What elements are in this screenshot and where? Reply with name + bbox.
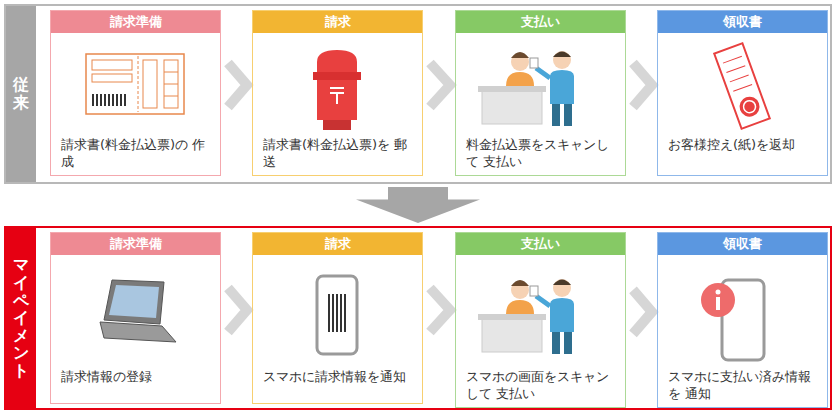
barcode	[326, 294, 348, 332]
info-dot	[716, 290, 721, 295]
barcode	[92, 94, 126, 106]
flow-band: マイペイメント請求準備請求情報の登録請求スマホに請求情報を通知支払いスマホの画面…	[4, 226, 832, 410]
postbox-stand	[323, 120, 351, 130]
form-field	[92, 60, 132, 70]
step-description: スマホに請求情報を通知	[263, 369, 416, 386]
laptop-display	[109, 285, 159, 318]
chevron-connector	[430, 63, 450, 107]
band-label-bar: 従来	[6, 6, 36, 182]
step-header: 請求	[253, 233, 422, 255]
info-badge	[701, 283, 735, 317]
band-label-bar: マイペイメント	[6, 228, 36, 408]
step-card: 支払い料金払込票をスキャンして 支払い	[455, 10, 626, 176]
receipt-line	[733, 84, 752, 91]
perforation	[138, 56, 139, 112]
phone-outline	[317, 276, 357, 354]
step-description: 請求書(料金払込票)の 作成	[61, 137, 214, 171]
step-header: 請求	[253, 11, 422, 33]
band-label: 従来	[13, 76, 29, 111]
postal-mark	[336, 93, 338, 104]
step-header: 支払い	[456, 11, 625, 33]
chevron-connector	[633, 290, 652, 334]
chevron-connector	[430, 288, 450, 332]
step-header: 請求準備	[51, 233, 220, 255]
receipt-line	[726, 66, 745, 73]
form-line	[164, 96, 178, 97]
form-field	[164, 60, 178, 108]
step-description: 請求書(料金払込票)を 郵送	[263, 137, 416, 171]
stamp	[737, 94, 763, 120]
step-header: 請求準備	[51, 11, 220, 33]
form-line	[164, 72, 178, 73]
postal-mark	[330, 87, 344, 89]
postbox-slot	[313, 72, 361, 80]
form-outline	[86, 54, 184, 114]
laptop-icon	[100, 280, 176, 342]
invoice-form-icon	[86, 54, 184, 114]
stamp-ring	[742, 99, 757, 114]
step-card: 領収書お客様控え(紙)を返却	[657, 10, 828, 176]
chevron-connector	[633, 63, 652, 107]
step-card: 請求請求書(料金払込票)を 郵送	[252, 10, 423, 176]
form-line	[164, 84, 178, 85]
step-card: 請求準備請求書(料金払込票)の 作成	[50, 10, 221, 176]
receipt-line	[723, 56, 742, 63]
form-field	[143, 60, 157, 108]
cashier-scene	[478, 51, 574, 126]
receipt-paper	[714, 43, 770, 128]
cashier-scene	[478, 279, 574, 354]
info-stem	[716, 297, 720, 310]
laptop-screen	[104, 280, 164, 324]
phone-barcode-icon	[317, 276, 357, 354]
step-card: 領収書スマホに支払い済み情報を 通知	[657, 232, 828, 408]
phone-info-icon	[701, 280, 764, 360]
step-header: 領収書	[658, 233, 827, 255]
step-description: 請求情報の登録	[61, 369, 214, 386]
step-card: 請求準備請求情報の登録	[50, 232, 221, 404]
receipt-icon	[714, 43, 770, 128]
step-description: スマホの画面をスキャンして 支払い	[466, 369, 619, 403]
form-field	[92, 74, 132, 82]
chevron-connector	[228, 288, 247, 332]
chevron-connector	[228, 63, 247, 107]
postbox-body	[317, 50, 357, 120]
flow-band: 従来請求準備請求書(料金払込票)の 作成請求請求書(料金払込票)を 郵送支払い料…	[4, 4, 832, 184]
step-description: スマホに支払い済み情報を 通知	[668, 369, 821, 403]
step-card: 請求スマホに請求情報を通知	[252, 232, 423, 404]
step-description: お客様控え(紙)を返却	[668, 137, 821, 154]
down-arrow-connector	[356, 187, 480, 223]
step-header: 領収書	[658, 11, 827, 33]
postbox-icon	[313, 50, 361, 130]
laptop-base	[100, 322, 176, 342]
receipt-line	[730, 75, 749, 82]
band-label: マイペイメント	[13, 256, 29, 379]
step-description: 料金払込票をスキャンして 支払い	[466, 137, 619, 171]
step-card: 支払いスマホの画面をスキャンして 支払い	[455, 232, 626, 408]
step-header: 支払い	[456, 233, 625, 255]
